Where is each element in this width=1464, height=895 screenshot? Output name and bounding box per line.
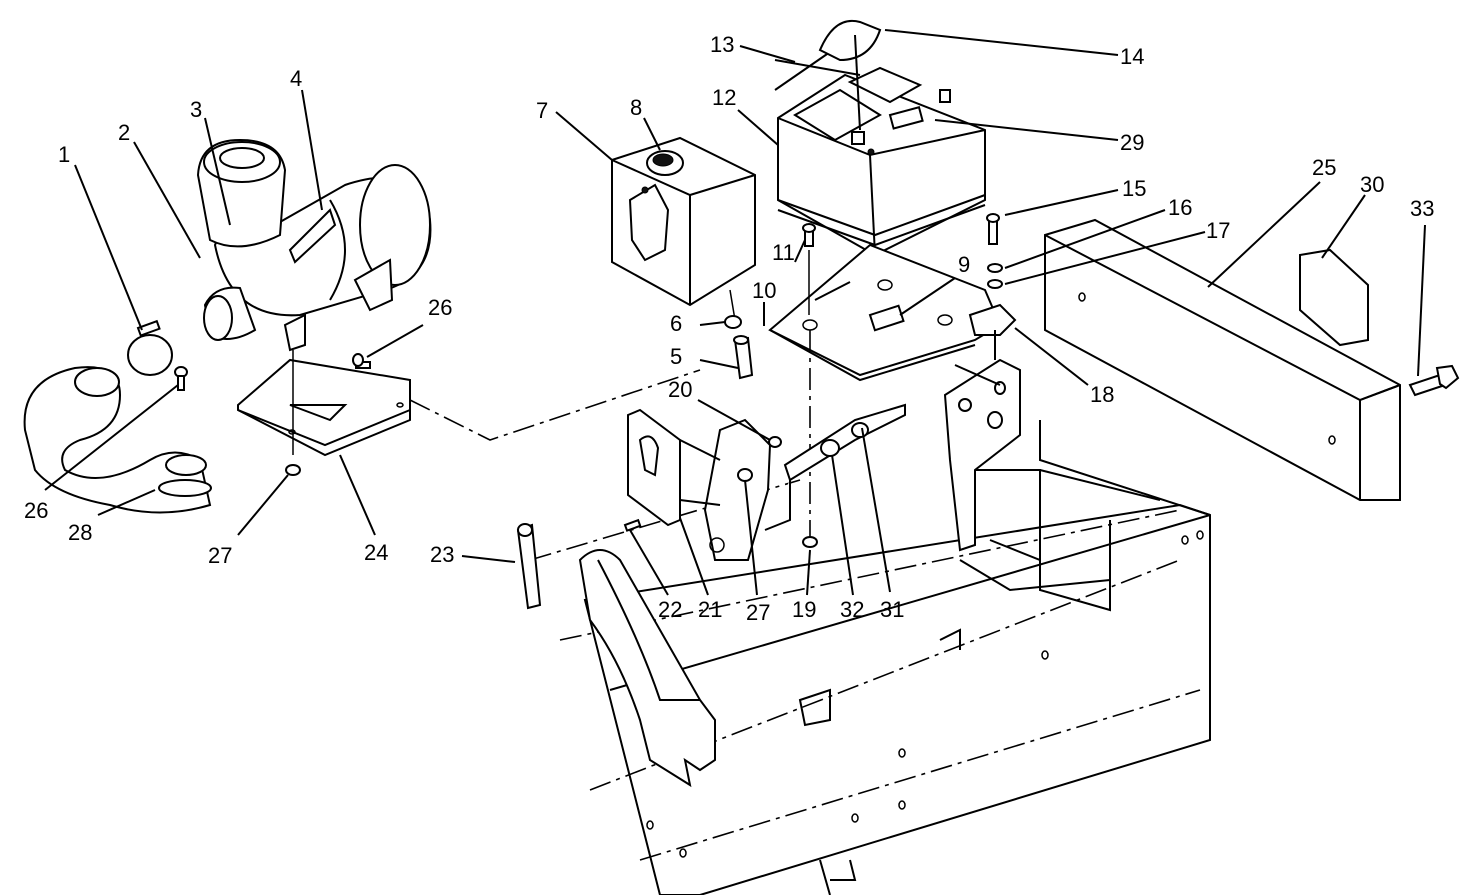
callout-28: 28 bbox=[68, 520, 92, 545]
callout-26-left: 26 bbox=[24, 498, 48, 523]
callout-10: 10 bbox=[752, 278, 776, 303]
callout-14: 14 bbox=[1120, 44, 1144, 69]
callout-19: 19 bbox=[792, 597, 816, 622]
chassis-frame bbox=[529, 420, 1211, 895]
callout-27-left: 27 bbox=[208, 543, 232, 568]
callout-32: 32 bbox=[840, 597, 864, 622]
weight-bar bbox=[1044, 218, 1401, 501]
drain-tube bbox=[516, 523, 542, 610]
coolant-reservoir bbox=[611, 136, 756, 380]
callout-16: 16 bbox=[1168, 195, 1192, 220]
decal-plate bbox=[1299, 248, 1369, 347]
callout-6: 6 bbox=[670, 311, 682, 336]
callout-31: 31 bbox=[880, 597, 904, 622]
callout-4: 4 bbox=[290, 66, 302, 91]
battery-tray bbox=[768, 243, 1017, 382]
callout-11: 11 bbox=[772, 240, 795, 265]
callout-24: 24 bbox=[364, 540, 388, 565]
callout-2: 2 bbox=[118, 120, 130, 145]
front-bumper-bracket bbox=[578, 549, 716, 788]
callout-18: 18 bbox=[1090, 382, 1114, 407]
callout-29: 29 bbox=[1120, 130, 1144, 155]
callout-1: 1 bbox=[58, 142, 70, 167]
callout-8: 8 bbox=[630, 95, 642, 120]
callout-17: 17 bbox=[1206, 218, 1230, 243]
bolt-11 bbox=[802, 223, 816, 540]
callout-20: 20 bbox=[668, 377, 692, 402]
bolt-33 bbox=[1408, 364, 1460, 397]
callout-9: 9 bbox=[958, 252, 970, 277]
brake-pedal-plate bbox=[943, 358, 1021, 552]
callout-25: 25 bbox=[1312, 155, 1336, 180]
callout-7: 7 bbox=[536, 98, 548, 123]
callout-12: 12 bbox=[712, 85, 736, 110]
bolt-15 bbox=[986, 213, 1003, 289]
callout-21: 21 bbox=[698, 597, 722, 622]
screw-22 bbox=[623, 518, 642, 532]
leader-lines bbox=[44, 29, 1426, 596]
hose-clamp-1 bbox=[127, 319, 173, 376]
callout-5: 5 bbox=[670, 344, 682, 369]
callout-13: 13 bbox=[710, 32, 734, 57]
callout-23: 23 bbox=[430, 542, 454, 567]
bolt-26-left bbox=[174, 366, 188, 391]
callout-30: 30 bbox=[1360, 172, 1384, 197]
nut-27-left bbox=[285, 464, 301, 476]
air-intake-hose bbox=[23, 366, 212, 514]
callout-15: 15 bbox=[1122, 176, 1146, 201]
bolt-26-right bbox=[352, 353, 371, 369]
battery-cable bbox=[774, 19, 882, 131]
callout-27-mid: 27 bbox=[746, 600, 770, 625]
callout-22: 22 bbox=[658, 597, 682, 622]
callout-33: 33 bbox=[1410, 196, 1434, 221]
callout-26-right: 26 bbox=[428, 295, 452, 320]
air-cleaner-bracket bbox=[237, 350, 701, 457]
callout-labels: 1 2 3 4 5 6 7 8 9 10 11 12 13 14 15 16 1… bbox=[24, 32, 1434, 625]
callout-3: 3 bbox=[190, 97, 202, 122]
air-cleaner bbox=[196, 138, 432, 352]
hinge-bracket bbox=[764, 403, 906, 548]
pedal-mount-bracket bbox=[627, 408, 782, 561]
